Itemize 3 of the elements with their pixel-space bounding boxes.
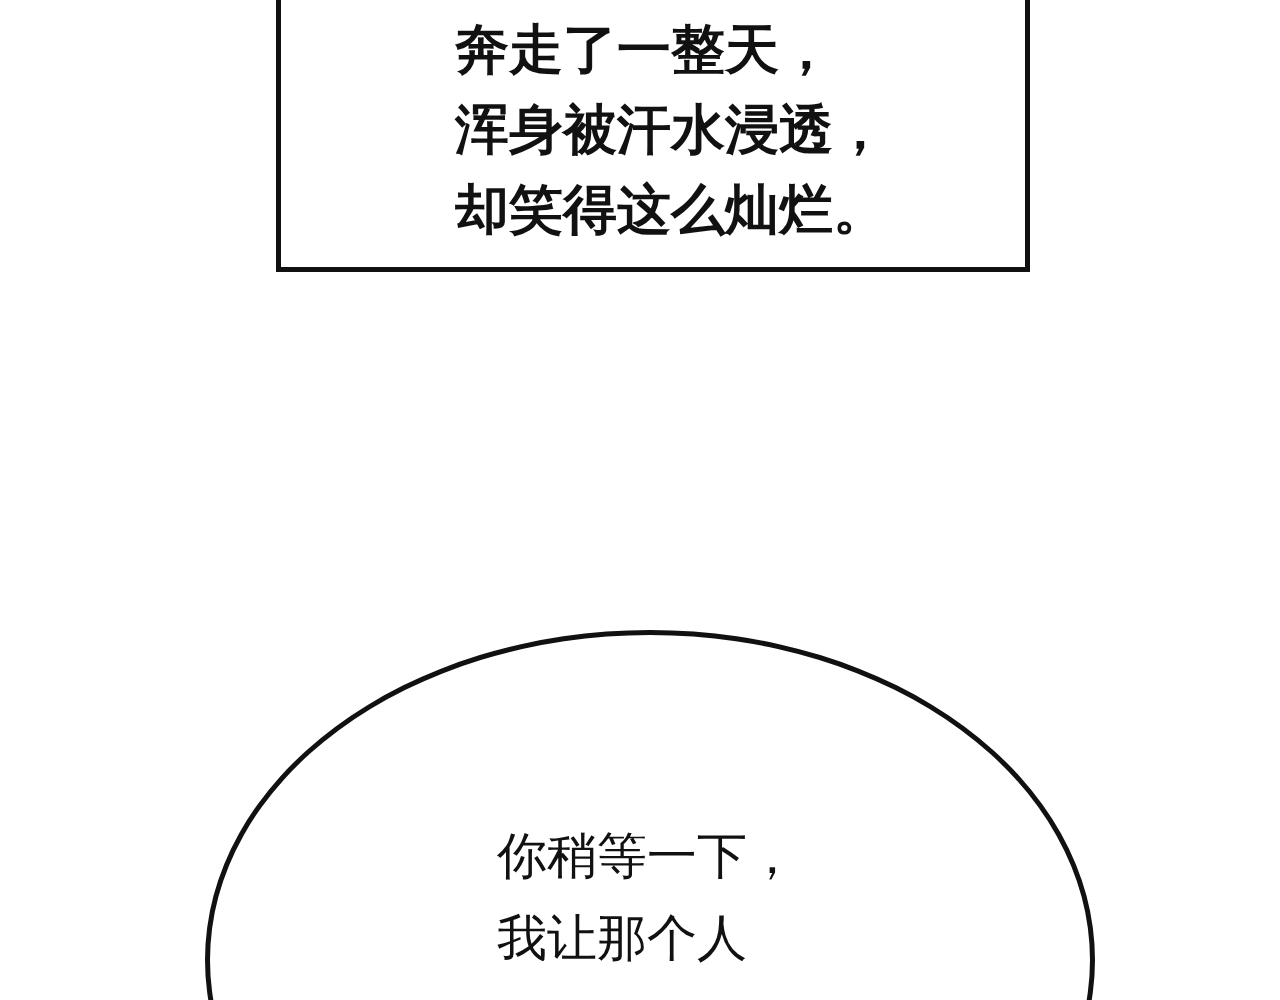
caption-box bbox=[276, 0, 1030, 272]
dialogue-text: 你稍等一下，我让那个人 bbox=[497, 826, 798, 969]
caption-text: 奔走了一整天，浑身被汗水浸透，却笑得这么灿烂。 bbox=[455, 16, 888, 243]
